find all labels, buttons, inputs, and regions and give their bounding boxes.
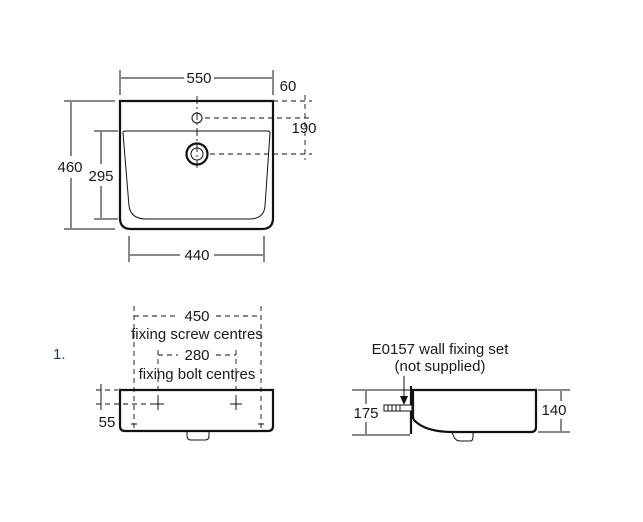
fixing-height-label: 55 bbox=[99, 414, 116, 431]
side-fixing-height-label: 175 bbox=[353, 405, 378, 422]
bolt-spacing-label: 280 bbox=[184, 347, 209, 364]
screw-centres-label: fixing screw centres bbox=[131, 326, 263, 343]
basin-side-outline bbox=[411, 388, 538, 434]
tap-to-waste-label: 190 bbox=[291, 120, 316, 137]
bolt-marker-right bbox=[230, 398, 242, 410]
screw-spacing-label: 450 bbox=[184, 308, 209, 325]
fixing-bolt-thread bbox=[387, 405, 401, 411]
bolt-centres-label: fixing bolt centres bbox=[139, 366, 256, 383]
basin-outline bbox=[118, 99, 275, 231]
bowl-outline bbox=[122, 130, 271, 220]
basin-height-label: 140 bbox=[541, 402, 566, 419]
fixing-set-label: E0157 wall fixing set bbox=[372, 341, 510, 358]
basin-front-outline bbox=[118, 388, 275, 433]
tap-offset-label: 60 bbox=[280, 78, 297, 95]
bowl-width-label: 440 bbox=[184, 247, 209, 264]
plan-view: 550 60 190 460 295 440 bbox=[57, 70, 317, 264]
overall-depth-label: 460 bbox=[57, 159, 82, 176]
waste-spigot bbox=[186, 431, 210, 441]
bowl-depth-label: 295 bbox=[88, 168, 113, 185]
bolt-marker-left bbox=[152, 398, 164, 410]
side-view: E0157 wall fixing set (not supplied) 175… bbox=[352, 341, 570, 442]
overall-width-label: 550 bbox=[186, 70, 211, 87]
front-view: 1. 450 fixing screw centres 280 fixing b… bbox=[53, 306, 275, 441]
side-waste-spigot bbox=[451, 431, 474, 442]
fixing-bolt bbox=[383, 404, 413, 412]
not-supplied-label: (not supplied) bbox=[395, 358, 486, 375]
leader-arrowhead bbox=[400, 396, 408, 405]
item-number: 1. bbox=[53, 346, 66, 363]
